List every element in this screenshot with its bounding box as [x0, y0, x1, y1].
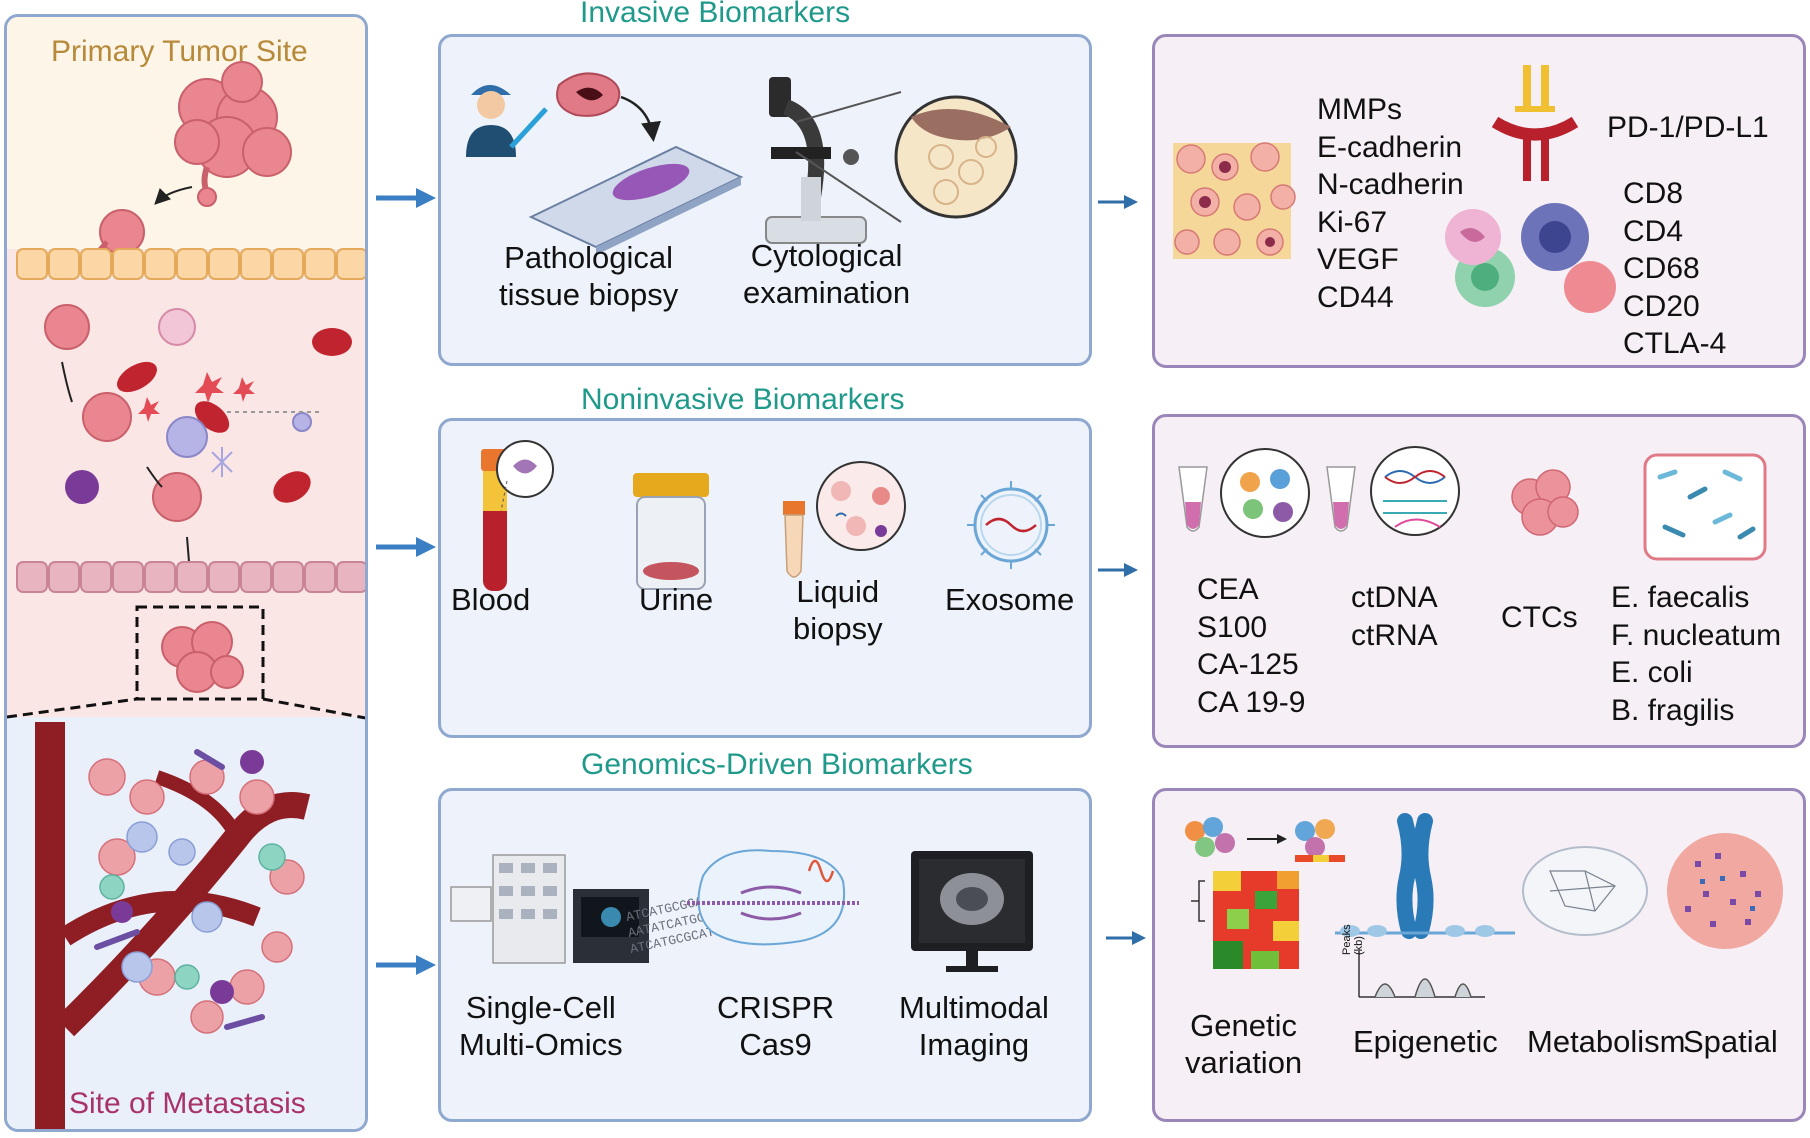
noninvasive-markers-panel: CEA S100 CA-125 CA 19-9 ctDNA ctRNA CTCs… [1152, 414, 1806, 748]
noninvasive-marker-illustrations [1178, 446, 1767, 561]
nucleic-marker-list: ctDNA ctRNA [1351, 579, 1438, 654]
protein-tube-icon [1178, 448, 1310, 538]
peaks-axis-label: Peaks (kb) [1341, 924, 1365, 955]
microbe-f-nucleatum: F. nucleatum [1611, 618, 1782, 652]
marker-mmps: MMPs [1317, 93, 1402, 126]
spatial-map-icon [1667, 833, 1783, 949]
arrow-noninvasive-markers [1098, 563, 1138, 577]
marker-s100: S100 [1197, 610, 1268, 644]
metabolism-icon [1522, 846, 1648, 936]
invasive-marker-illustrations [1173, 65, 1616, 313]
marker-cd20: CD20 [1623, 289, 1700, 323]
exosome-icon [967, 481, 1055, 569]
tissue-section-icon [1173, 142, 1296, 259]
marker-e-cadherin: E-cadherin [1317, 130, 1463, 164]
tumor-progression-illustration [7, 61, 365, 1129]
protein-marker-list: CEA S100 CA-125 CA 19-9 [1197, 571, 1305, 721]
primary-tumor-icon [174, 61, 292, 207]
invasive-title: Invasive Biomarkers [580, 0, 851, 29]
marker-vegf: VEGF [1317, 243, 1399, 276]
blood-tube-icon [481, 440, 554, 591]
liquid-biopsy-label: Liquid biopsy [793, 574, 883, 646]
tissue-sample-icon [556, 72, 661, 142]
spatial-label: Spatial [1683, 1024, 1778, 1059]
pathological-biopsy-label: Pathological tissue biopsy [499, 240, 679, 312]
noninvasive-illustrations [481, 440, 1055, 591]
sequencer-icon [450, 854, 649, 964]
marker-cea: CEA [1197, 573, 1259, 606]
genomics-title: Genomics-Driven Biomarkers [581, 748, 973, 781]
marker-cd44: CD44 [1317, 280, 1394, 314]
marker-ctrna: ctRNA [1351, 618, 1438, 652]
genomics-methods-panel: ATCATGCGCAT AATATCATGCG ATCATGCGCAT Sing… [438, 788, 1092, 1122]
microbe-b-fragilis: B. fragilis [1611, 693, 1735, 727]
microbe-e-faecalis: E. faecalis [1611, 581, 1750, 614]
tumor-progression-panel: Primary Tumor Site Site of Metastasis [4, 14, 368, 1132]
cell-zoom-icon [894, 95, 1018, 219]
doctor-icon [466, 85, 548, 157]
urine-label: Urine [639, 582, 714, 617]
microscope-icon [765, 77, 867, 244]
blood-label: Blood [451, 582, 531, 617]
noninvasive-methods-panel: Blood Urine Liquid biopsy Exosome [438, 418, 1092, 738]
genetic-variation-label: Genetic variation [1185, 1008, 1303, 1080]
epithelium-layer-upper [16, 248, 365, 280]
microbe-e-coli: E. coli [1611, 656, 1693, 689]
liquid-biopsy-icon [783, 461, 906, 578]
genomics-markers-panel: Peaks (kb) Genetic variation Epigenetic … [1152, 788, 1806, 1122]
cytological-exam-label: Cytological examination [743, 238, 911, 310]
bacteria-icon [1643, 453, 1767, 561]
marker-cd68: CD68 [1623, 252, 1700, 285]
invasive-marker-list-b: CD8 CD4 CD68 CD20 CTLA-4 [1623, 175, 1726, 363]
invasive-illustrations [466, 72, 1018, 255]
ctc-cluster-icon [1511, 469, 1579, 536]
marker-ctdna: ctDNA [1351, 581, 1438, 614]
marker-ca125: CA-125 [1197, 648, 1299, 681]
primary-tumor-title: Primary Tumor Site [51, 35, 308, 68]
monitor-icon [911, 851, 1033, 972]
marker-ca199: CA 19-9 [1197, 685, 1306, 719]
epigenetic-label: Epigenetic [1353, 1024, 1498, 1059]
epithelium-layer-lower [16, 561, 365, 593]
dna-sequence-text: ATCATGCGCAT AATATCATGCG ATCATGCGCAT [625, 892, 716, 957]
crispr-icon [687, 849, 859, 946]
metabolism-label: Metabolism [1527, 1024, 1686, 1059]
noninvasive-title: Noninvasive Biomarkers [581, 383, 905, 416]
invasive-markers-panel: MMPs E-cadherin N-cadherin Ki-67 VEGF CD… [1152, 34, 1806, 368]
arrow-genomics-markers [1106, 931, 1146, 945]
arrow-to-invasive [376, 188, 436, 208]
crispr-label: CRISPR Cas9 [717, 990, 835, 1062]
marker-n-cadherin: N-cadherin [1317, 168, 1464, 201]
urine-cup-icon [633, 473, 709, 590]
microscope-slide-icon [528, 145, 744, 255]
marker-cd8: CD8 [1623, 177, 1684, 210]
checkpoint-label: PD-1/PD-L1 [1607, 111, 1769, 144]
arrow-to-genomics [376, 955, 436, 975]
chromosome-icon [1335, 813, 1515, 998]
immune-cells-icon [1445, 203, 1616, 313]
microbe-list: E. faecalis F. nucleatum E. coli B. frag… [1611, 579, 1781, 729]
marker-ctla4: CTLA-4 [1623, 327, 1727, 360]
dna-tube-icon [1326, 446, 1460, 536]
marker-ki67: Ki-67 [1317, 205, 1388, 239]
invasive-methods-panel: Pathological tissue biopsy Cytological e… [438, 34, 1092, 366]
blood-vessel-icon [35, 722, 311, 1129]
heatmap-icon [1185, 817, 1345, 969]
invasive-marker-list-a: MMPs E-cadherin N-cadherin Ki-67 VEGF CD… [1317, 91, 1464, 316]
genomics-illustrations: ATCATGCGCAT AATATCATGCG ATCATGCGCAT [450, 849, 1033, 972]
arrow-invasive-markers [1098, 195, 1138, 209]
genomics-marker-illustrations [1185, 813, 1783, 998]
ctcs-label: CTCs [1501, 601, 1578, 634]
arrow-to-noninvasive [376, 537, 436, 557]
exosome-label: Exosome [945, 582, 1075, 617]
single-cell-label: Single-Cell Multi-Omics [459, 990, 623, 1062]
imaging-label: Multimodal Imaging [899, 990, 1049, 1062]
marker-cd4: CD4 [1623, 214, 1684, 248]
metastasis-title: Site of Metastasis [69, 1087, 306, 1120]
pd1-pdl1-icon [1491, 65, 1579, 181]
